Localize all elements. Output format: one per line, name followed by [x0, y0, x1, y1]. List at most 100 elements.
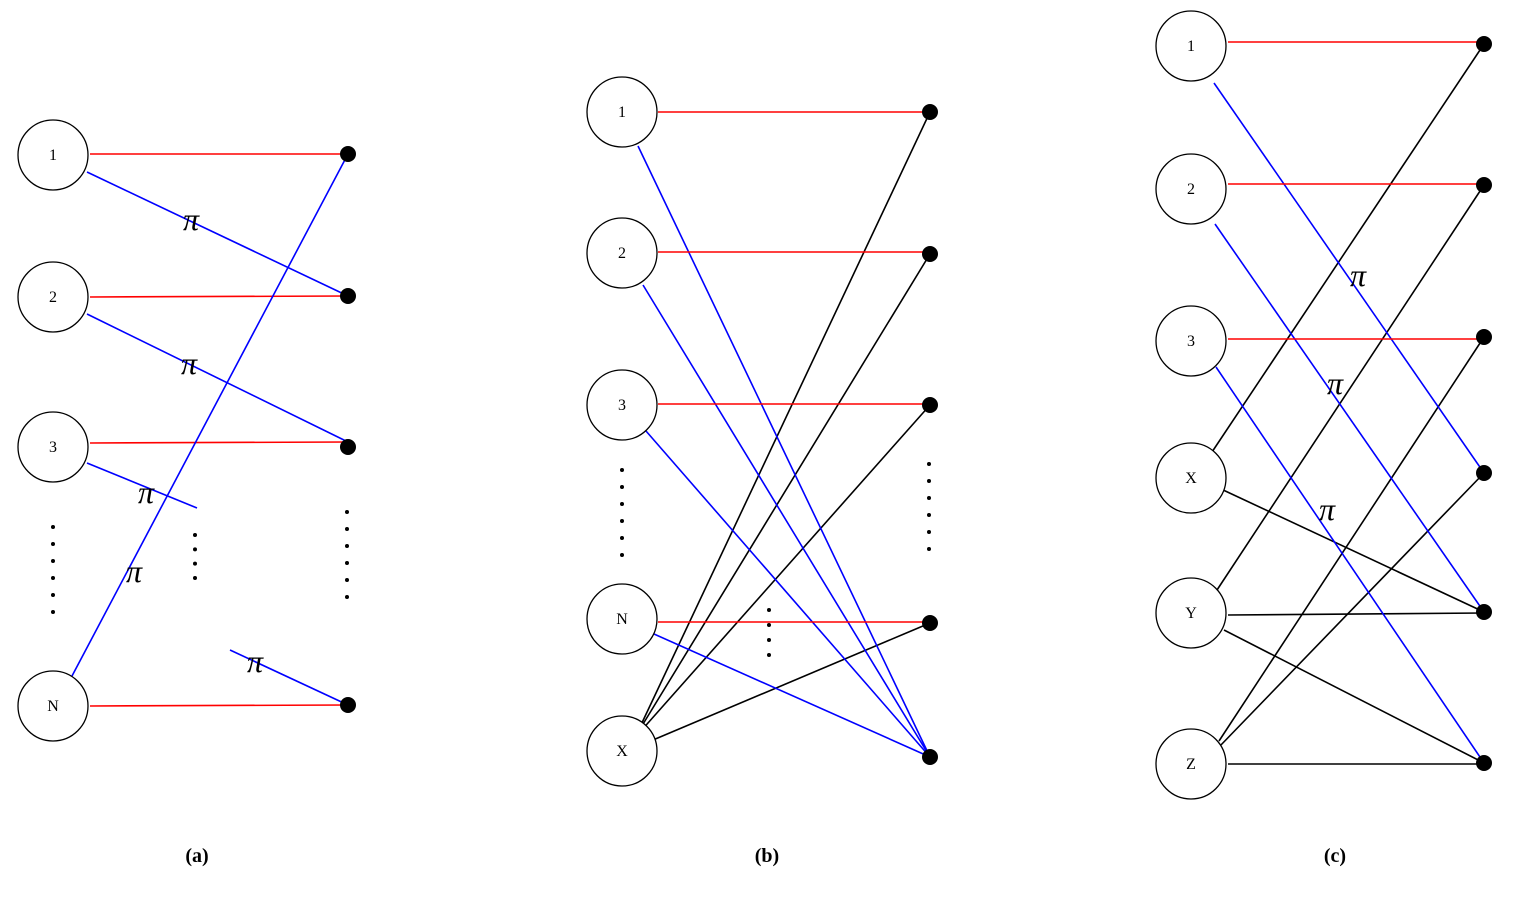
edge-black: [1211, 43, 1485, 453]
ellipsis-dot: [927, 462, 931, 466]
ellipsis-dot: [620, 468, 624, 472]
node: N: [17, 670, 89, 742]
ellipsis-dot: [51, 525, 55, 529]
edge-red: [89, 441, 349, 444]
terminal-dot: [922, 749, 938, 765]
ellipsis-dot: [51, 593, 55, 597]
ellipsis-dot: [767, 638, 771, 642]
edge-blue: [645, 430, 931, 758]
node: 1: [1155, 10, 1227, 82]
ellipsis-dot: [927, 479, 931, 483]
node: 3: [17, 411, 89, 483]
edge-blue: [1215, 366, 1485, 764]
ellipsis-dot: [927, 496, 931, 500]
node: 2: [17, 261, 89, 333]
ellipsis-dot: [767, 653, 771, 657]
terminal-dot: [1476, 36, 1492, 52]
terminal-dot: [1476, 329, 1492, 345]
edge-red: [89, 704, 349, 707]
terminal-dot: [1476, 604, 1492, 620]
ellipsis-dot: [345, 578, 349, 582]
node: 3: [1155, 305, 1227, 377]
ellipsis-dot: [620, 485, 624, 489]
ellipsis-dot: [620, 519, 624, 523]
edge-red: [89, 295, 349, 298]
svg-text:3: 3: [618, 397, 626, 414]
svg-text:1: 1: [1187, 38, 1195, 55]
svg-text:1: 1: [618, 104, 626, 121]
edge-black: [1227, 612, 1485, 616]
node: 1: [17, 119, 89, 191]
svg-text:N: N: [616, 611, 628, 628]
edge-black: [639, 253, 931, 730]
edge-blue: [1213, 82, 1485, 474]
node: X: [586, 715, 658, 787]
edge-black: [1216, 184, 1485, 591]
svg-text:2: 2: [618, 245, 626, 262]
svg-text:X: X: [1185, 470, 1197, 487]
terminal-dot: [340, 439, 356, 455]
node: 1: [586, 76, 658, 148]
ellipsis-dot: [620, 502, 624, 506]
svg-text:Y: Y: [1185, 605, 1197, 622]
caption: (a): [185, 845, 208, 867]
node: Z: [1155, 728, 1227, 800]
pi-label: π: [1350, 257, 1367, 293]
svg-text:2: 2: [1187, 181, 1195, 198]
svg-text:2: 2: [49, 289, 57, 306]
ellipsis-dot: [767, 608, 771, 612]
terminal-dot: [922, 104, 938, 120]
terminal-dot: [340, 146, 356, 162]
panel-c: π π π 1 2 3 X Y Z: [1155, 10, 1492, 867]
caption: (c): [1324, 845, 1346, 867]
caption: (b): [755, 845, 779, 867]
ellipsis-dot: [620, 553, 624, 557]
svg-text:Z: Z: [1186, 756, 1196, 773]
edge-black: [639, 111, 931, 728]
edge-blue: [86, 462, 198, 509]
edge-black: [1218, 336, 1485, 742]
terminal-dot: [340, 697, 356, 713]
svg-text:X: X: [616, 743, 628, 760]
pi-label: π: [138, 474, 155, 510]
pi-label: π: [247, 643, 264, 679]
ellipsis-dots-left: [620, 468, 624, 557]
node: X: [1155, 442, 1227, 514]
terminal-dot: [922, 246, 938, 262]
node: 3: [586, 369, 658, 441]
ellipsis-dot: [193, 533, 197, 537]
terminal-dot: [1476, 755, 1492, 771]
ellipsis-dot: [51, 610, 55, 614]
svg-text:N: N: [47, 698, 59, 715]
terminal-dot: [1476, 465, 1492, 481]
edge-black: [1218, 472, 1485, 748]
ellipsis-dots-right: [345, 510, 349, 599]
panel-a: π π π π π 1 2 3 N (a): [17, 119, 356, 867]
ellipsis-dot: [345, 527, 349, 531]
ellipsis-dots-mid: [193, 533, 197, 580]
node: 2: [1155, 153, 1227, 225]
node: N: [586, 583, 658, 655]
terminal-dot: [1476, 177, 1492, 193]
ellipsis-dot: [927, 547, 931, 551]
ellipsis-dot: [345, 544, 349, 548]
edge-black: [1223, 629, 1485, 764]
node: Y: [1155, 577, 1227, 649]
edge-black: [1220, 488, 1485, 613]
svg-text:1: 1: [49, 147, 57, 164]
edge-blue: [86, 171, 349, 297]
pi-label: π: [1319, 491, 1336, 527]
svg-text:3: 3: [1187, 333, 1195, 350]
terminal-dot: [340, 288, 356, 304]
edge-black: [639, 404, 931, 733]
ellipsis-dot: [51, 576, 55, 580]
edge-blue: [642, 284, 931, 758]
edge-blue: [86, 313, 349, 443]
ellipsis-dot: [767, 623, 771, 627]
ellipsis-dot: [620, 536, 624, 540]
ellipsis-dot: [193, 576, 197, 580]
pi-label: π: [181, 345, 198, 381]
ellipsis-dot: [927, 530, 931, 534]
edge-blue: [637, 145, 931, 758]
